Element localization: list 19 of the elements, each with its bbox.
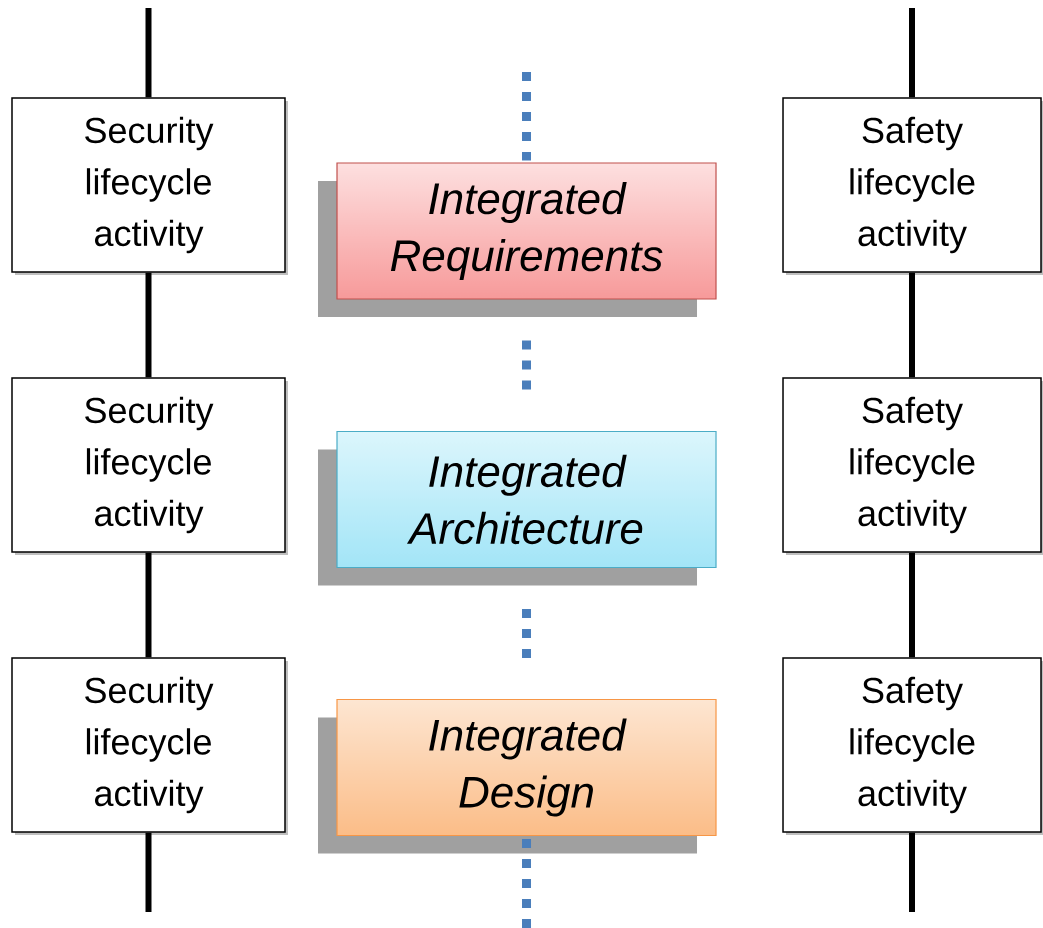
connector-line — [909, 552, 915, 658]
dotted-connector — [522, 72, 531, 161]
activity-box: Security lifecycle activity — [11, 377, 286, 553]
dotted-connector — [522, 340, 531, 392]
connector-line — [909, 8, 915, 98]
activity-box: Safety lifecycle activity — [782, 657, 1042, 833]
activity-box: Safety lifecycle activity — [782, 377, 1042, 553]
connector-line — [145, 272, 152, 378]
process-box: Integrated Architecture — [336, 430, 717, 569]
dotted-connector — [522, 609, 531, 660]
connector-line — [909, 272, 915, 378]
activity-box: Safety lifecycle activity — [782, 97, 1042, 273]
activity-box: Security lifecycle activity — [11, 97, 286, 273]
connector-line — [145, 8, 152, 98]
process-box: Integrated Requirements — [336, 162, 717, 300]
dotted-connector — [522, 839, 531, 928]
connector-line — [145, 552, 152, 658]
activity-box: Security lifecycle activity — [11, 657, 286, 833]
process-box: Integrated Design — [336, 698, 717, 837]
